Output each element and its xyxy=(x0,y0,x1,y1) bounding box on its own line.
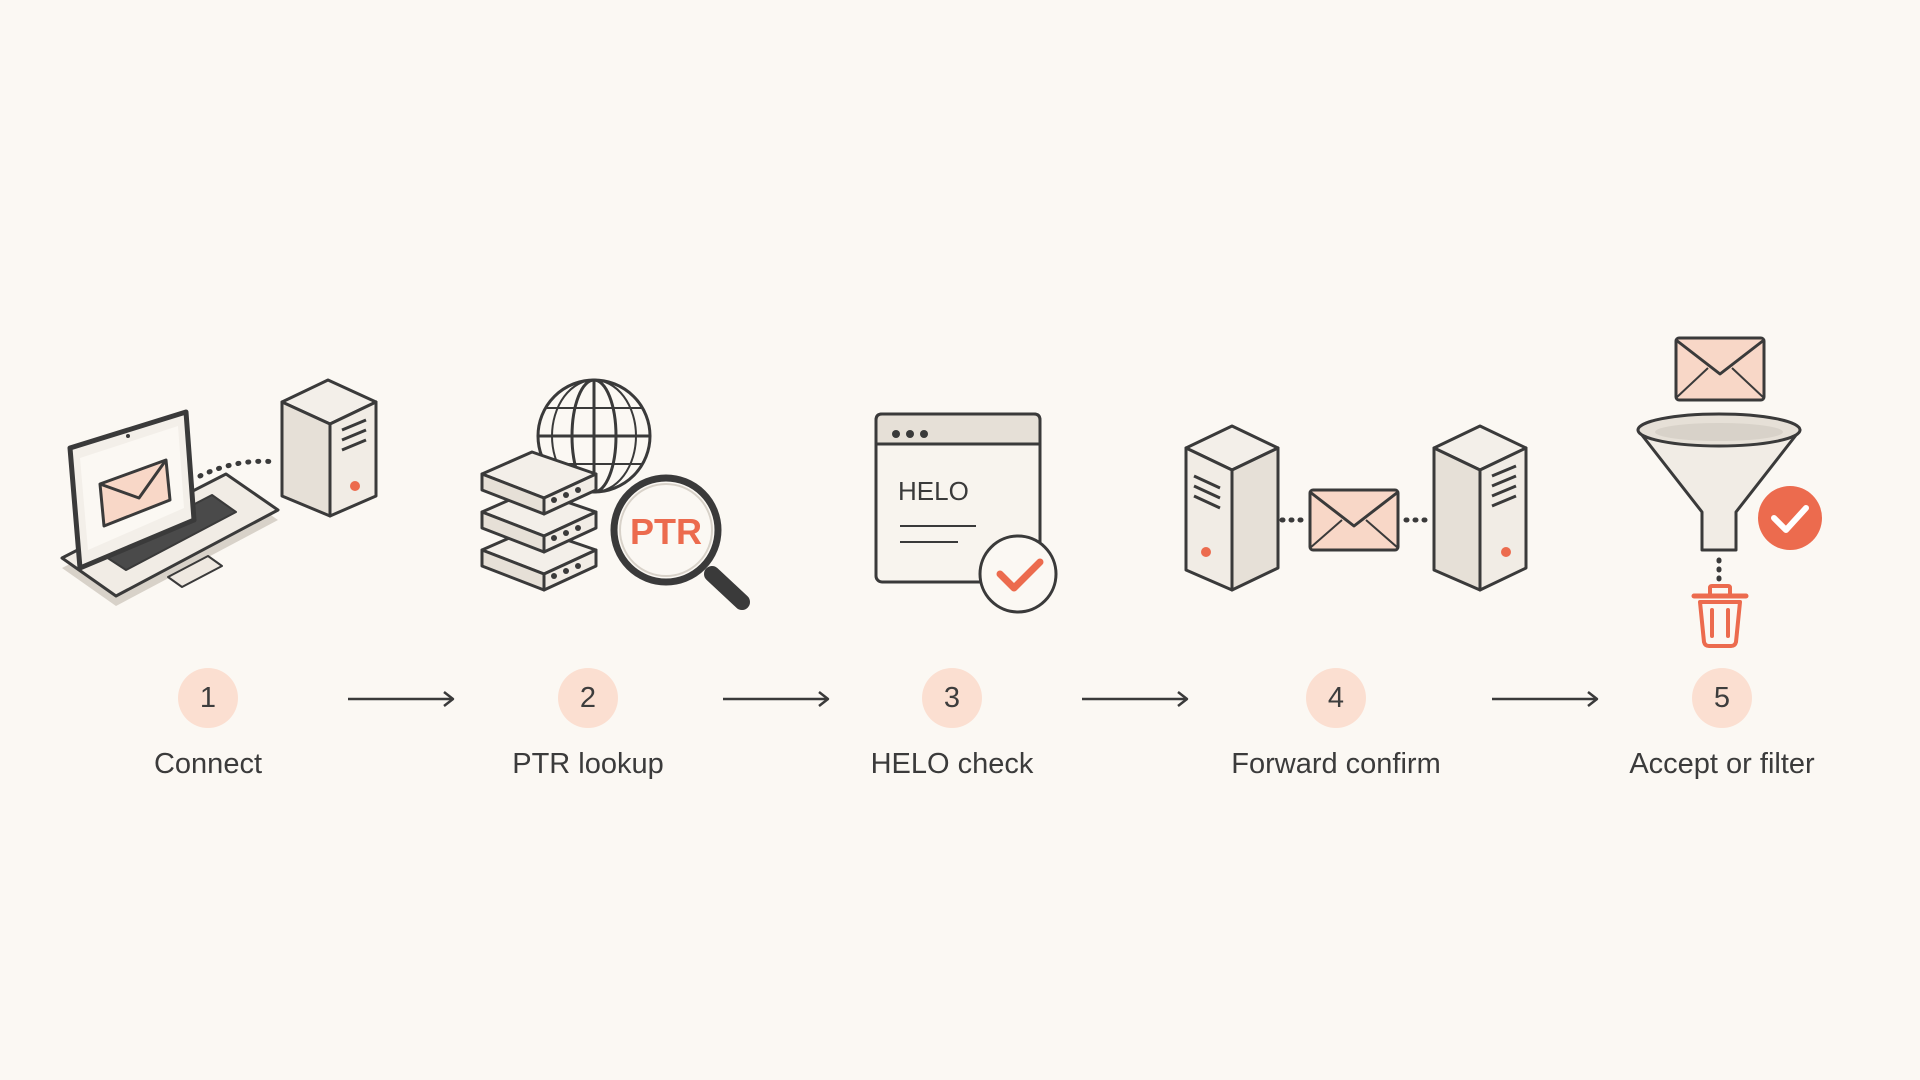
step-helo-check: 3 HELO check xyxy=(792,668,1112,781)
step-forward-confirm: 4 Forward confirm xyxy=(1176,668,1496,781)
trash-icon xyxy=(1691,584,1749,648)
step-label: HELO check xyxy=(870,748,1034,780)
arrow-right-icon xyxy=(1492,691,1599,707)
step-number-badge: 1 xyxy=(178,668,238,728)
step-connect: 1 Connect xyxy=(48,668,368,781)
check-circle-icon xyxy=(1758,486,1822,550)
step-number-badge: 3 xyxy=(922,668,982,728)
envelope-icon xyxy=(1308,488,1400,552)
step-label: PTR lookup xyxy=(512,748,664,780)
step-label: Accept or filter xyxy=(1629,748,1815,780)
step-number-badge: 4 xyxy=(1306,668,1366,728)
funnel-icon xyxy=(1636,412,1802,552)
step-number-badge: 2 xyxy=(558,668,618,728)
helo-text: HELO xyxy=(898,476,969,506)
server-right-icon xyxy=(1432,424,1528,592)
step-ptr-lookup: 2 PTR lookup xyxy=(428,668,748,781)
arrow-right-icon xyxy=(348,691,455,707)
laptop-icon xyxy=(60,409,280,606)
magnifier-icon: PTR xyxy=(610,474,750,610)
arrow-right-icon xyxy=(1082,691,1189,707)
step-number-badge: 5 xyxy=(1692,668,1752,728)
step-label: Forward confirm xyxy=(1231,748,1441,780)
step-label: Connect xyxy=(153,748,262,780)
server-stack-icon xyxy=(480,450,598,592)
server-left-icon xyxy=(1184,424,1280,592)
envelope-icon xyxy=(98,458,172,528)
arrow-right-icon xyxy=(723,691,830,707)
server-icon xyxy=(280,378,378,518)
check-circle-icon xyxy=(978,534,1058,614)
ptr-text: PTR xyxy=(630,511,702,552)
connection-dots xyxy=(197,458,279,479)
envelope-icon xyxy=(1674,336,1766,402)
step-accept-or-filter: 5 Accept or filter xyxy=(1562,668,1882,781)
